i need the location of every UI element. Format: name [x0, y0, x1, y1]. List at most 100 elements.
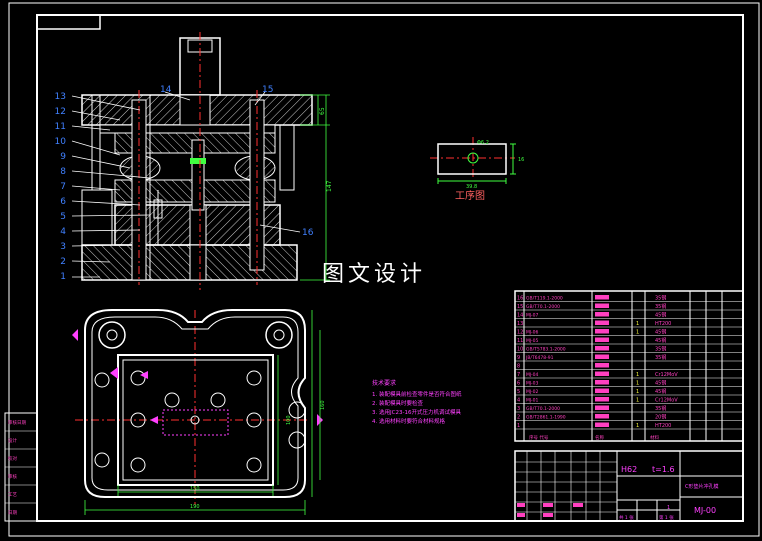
- bom-material: 35钢: [655, 303, 666, 310]
- bom-material: 45钢: [655, 312, 666, 319]
- dim-process-h: 16: [518, 157, 524, 163]
- dim-base-w: 190: [190, 504, 200, 510]
- part-label: 3: [60, 242, 66, 252]
- bom-material: 20钢: [655, 414, 666, 421]
- bom-code: MJ-07: [526, 313, 539, 319]
- drawing-frame: [8, 2, 760, 537]
- bom-material: 35钢: [655, 346, 666, 353]
- bom-name-mark: [595, 380, 609, 385]
- bom-code: GB/T2861.1-1990: [526, 415, 566, 421]
- section-view: [81, 37, 313, 281]
- part-label: 2: [60, 257, 66, 267]
- bom-row: 8: [515, 363, 743, 370]
- bom-code: GB/T70.1-2000: [526, 406, 560, 412]
- bom-no: 2: [517, 415, 520, 421]
- bom-name-mark: [595, 346, 609, 351]
- bom-no: 1: [517, 423, 520, 429]
- bom-name-mark: [595, 422, 609, 427]
- bom-code: JB/T6478-91: [525, 355, 554, 361]
- dim-total-h: 147: [326, 180, 333, 192]
- centerlines: [75, 32, 515, 505]
- bom-name-mark: [595, 354, 609, 359]
- bom-no: 6: [517, 381, 520, 387]
- watermark: 图文设计: [322, 262, 426, 287]
- bom-no: 13: [517, 321, 523, 327]
- note-4: 4. 选用材料时要符合材料规格: [372, 417, 445, 425]
- bom-qty: 1: [636, 321, 639, 327]
- bom-name-mark: [595, 295, 609, 300]
- tb-sheets: 共 1 张: [619, 514, 634, 521]
- bom-no: 4: [517, 398, 520, 404]
- part-label: 10: [55, 137, 67, 147]
- bom-code: MJ-04: [526, 372, 539, 378]
- bom-material: 45钢: [655, 329, 666, 336]
- bom-no: 3: [517, 406, 520, 412]
- bom-no: 9: [517, 355, 520, 361]
- bom-no: 8: [517, 364, 520, 370]
- bom-material: HT200: [655, 423, 671, 429]
- bom-name-mark: [595, 371, 609, 376]
- bom-material: HT200: [655, 321, 671, 327]
- bom-no: 11: [517, 338, 523, 344]
- svg-text:材料: 材料: [650, 434, 659, 441]
- part-label: 13: [55, 92, 66, 102]
- bom-material: 35钢: [655, 354, 666, 361]
- svg-text:序号 代号: 序号 代号: [529, 434, 549, 441]
- note-3: 3. 选用JC23-16开式压力机调试模具: [372, 408, 461, 416]
- left-tab-item: 校对: [8, 455, 17, 462]
- bom-material: 45钢: [655, 337, 666, 344]
- bom-name-mark: [595, 320, 609, 325]
- bom-no: 5: [517, 389, 520, 395]
- bom-no: 16: [517, 296, 523, 302]
- left-tab-item: 审核: [8, 473, 17, 480]
- tb-part-name: C形垫片冲孔模: [685, 483, 719, 490]
- dim-top-h: 65: [319, 107, 326, 115]
- plan-view: [84, 309, 306, 498]
- note-1: 1. 装配模具前检查零件是否符合图纸: [372, 390, 462, 398]
- bom-material: Cr12MoV: [655, 372, 678, 378]
- bom-name-mark: [595, 337, 609, 342]
- tb-drawing-no: MJ-00: [694, 506, 716, 515]
- bom-code: GB/T119.1-2000: [526, 296, 563, 302]
- bom-code: GB/T5783.1-2000: [526, 347, 566, 353]
- bom-qty: 1: [636, 381, 639, 387]
- bom-material: 35钢: [655, 295, 666, 302]
- dim-base-inner-w: 150: [190, 486, 200, 492]
- bom-qty: 1: [636, 330, 639, 336]
- section-dimensions: [300, 94, 330, 281]
- process-view: [437, 143, 516, 184]
- part-label-15: 15: [262, 85, 273, 95]
- part-label: 8: [60, 167, 66, 177]
- bom-no: 15: [517, 304, 523, 310]
- bom-no: 7: [517, 372, 520, 378]
- plan-annotations: [72, 329, 323, 426]
- part-label: 11: [55, 122, 66, 132]
- bom-material: 45钢: [655, 380, 666, 387]
- bom-name-mark: [595, 363, 609, 368]
- bom-no: 12: [517, 330, 523, 336]
- bom-name-mark: [595, 388, 609, 393]
- bom-name-mark: [595, 414, 609, 419]
- notes-title: 技术要求: [372, 379, 396, 387]
- leader-lines: [71, 91, 301, 278]
- part-label: 1: [60, 272, 66, 282]
- bom-row: 2 GB/T2861.1-1990 20钢: [515, 414, 743, 421]
- bom-code: MJ-05: [526, 338, 539, 344]
- part-label: 9: [60, 152, 66, 162]
- part-label: 4: [60, 227, 66, 237]
- bom-name-mark: [595, 405, 609, 410]
- tb-sheet: 第 1 张: [659, 514, 674, 521]
- part-label: 7: [60, 182, 66, 192]
- process-view-label: 工序图: [455, 189, 485, 202]
- bom-name-mark: [595, 329, 609, 334]
